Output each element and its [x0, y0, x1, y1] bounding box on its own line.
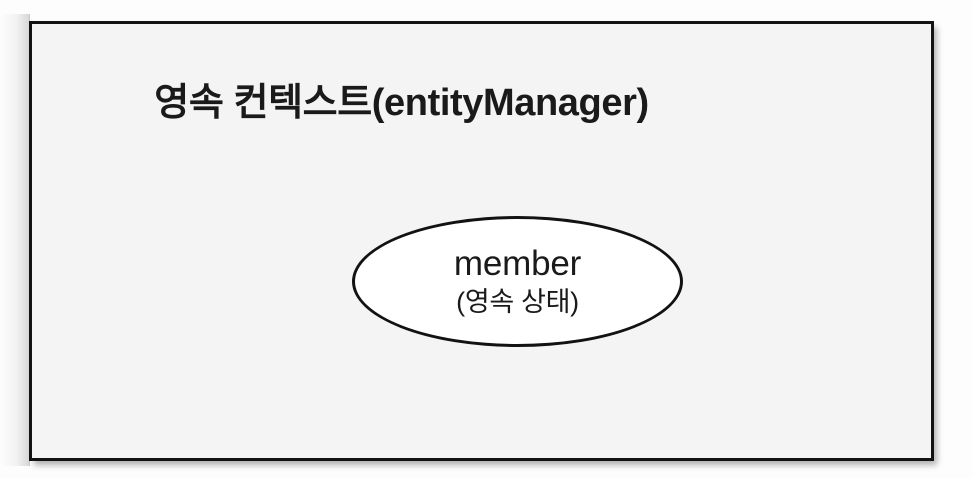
entity-state-label: (영속 상태)	[456, 286, 579, 317]
left-edge-shading	[0, 14, 30, 466]
entity-name-label: member	[453, 244, 582, 284]
persistence-context-title: 영속 컨텍스트(entityManager)	[154, 82, 649, 124]
persistence-context-box: 영속 컨텍스트(entityManager) member (영속 상태)	[29, 21, 934, 461]
entity-ellipse-member: member (영속 상태)	[352, 216, 683, 347]
